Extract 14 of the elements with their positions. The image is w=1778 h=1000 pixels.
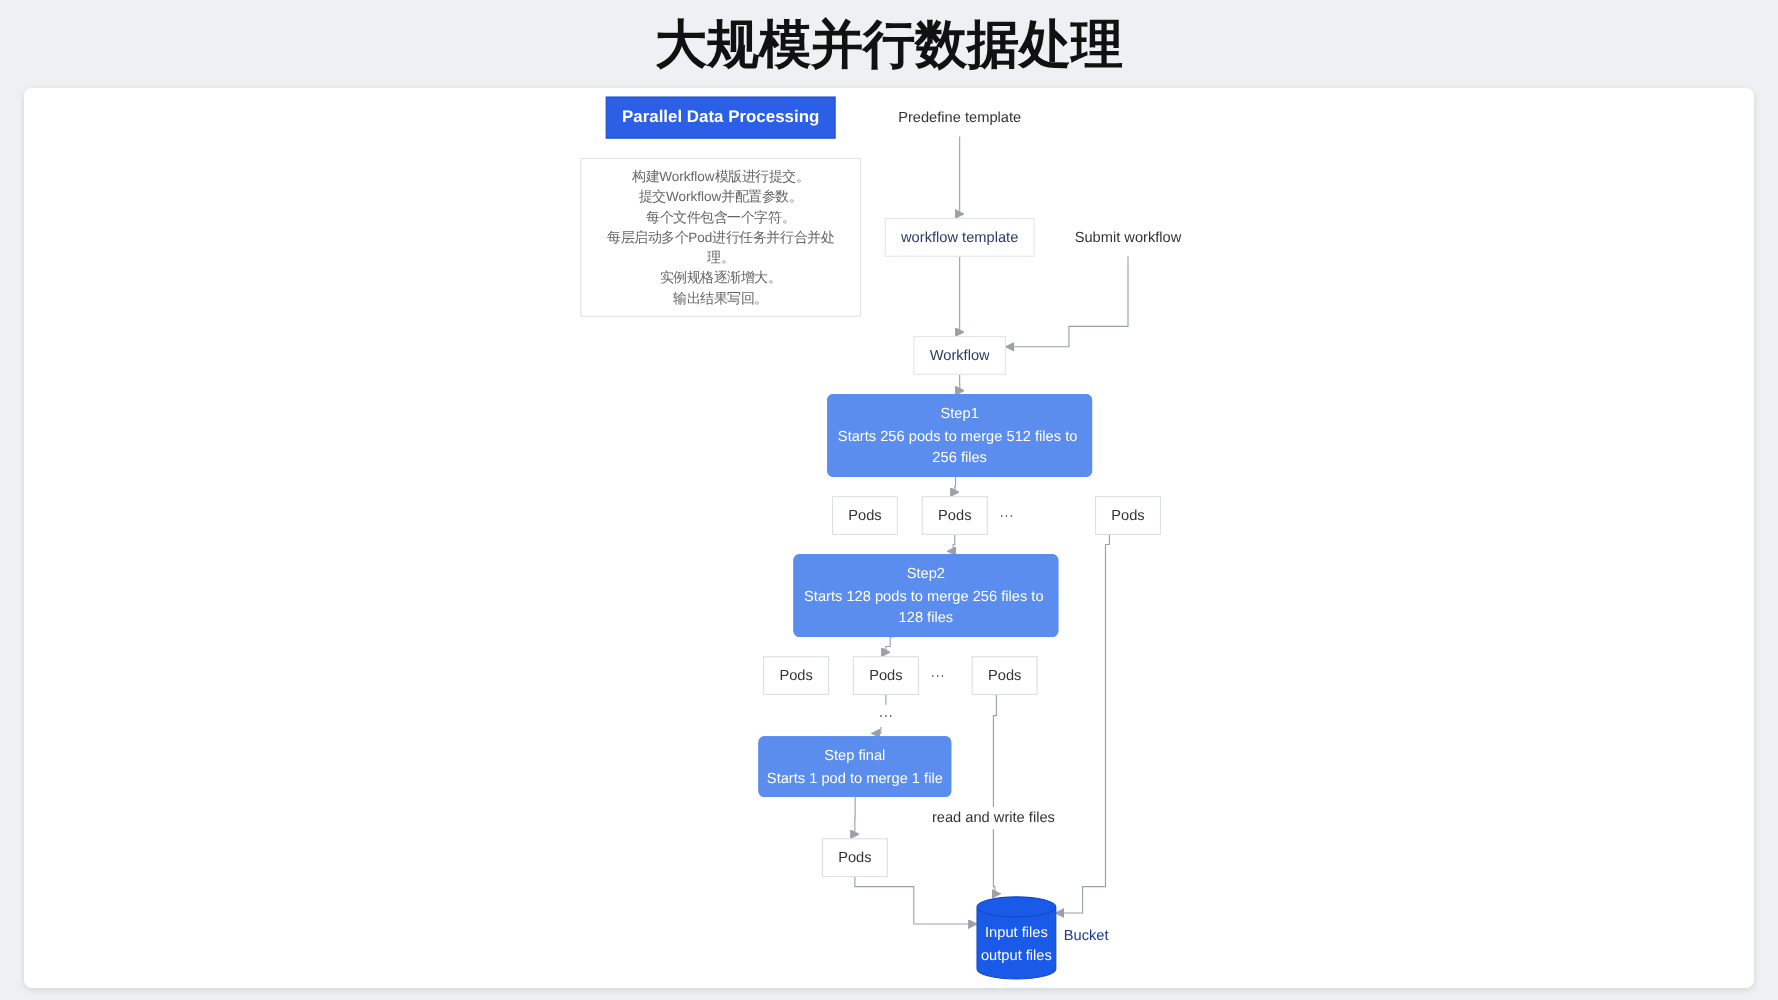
arrow xyxy=(954,135,965,219)
arrow xyxy=(991,693,1002,899)
arrow xyxy=(955,373,965,396)
arrow xyxy=(1054,533,1114,918)
arrow xyxy=(880,636,895,658)
arrow xyxy=(946,533,957,557)
arrow xyxy=(1004,255,1129,352)
title: 大规模并行数据处理 xyxy=(653,12,1125,76)
node-box: Parallel Data Processing xyxy=(605,96,836,139)
arrow xyxy=(849,796,860,840)
arrow xyxy=(854,875,978,929)
arrow xyxy=(870,693,887,739)
arrow xyxy=(954,255,965,337)
arrow xyxy=(949,476,960,498)
